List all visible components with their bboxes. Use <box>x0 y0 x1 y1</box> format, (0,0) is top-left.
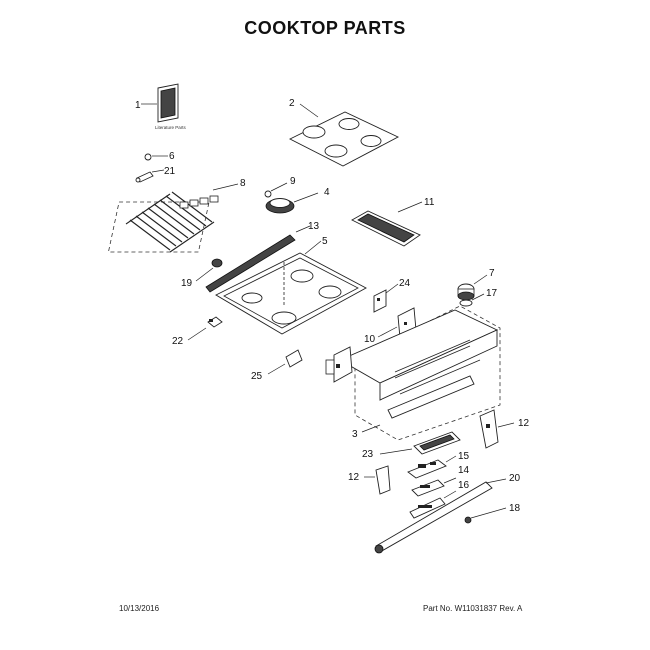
handle-bar <box>374 478 507 554</box>
callout-6: 6 <box>169 151 175 162</box>
callout-23: 23 <box>362 449 374 460</box>
display-frame <box>379 431 461 455</box>
literature-label: Literature Parts <box>155 125 187 130</box>
callout-25: 25 <box>251 371 263 382</box>
callout-14: 14 <box>458 465 470 476</box>
callout-12-right: 12 <box>518 418 530 429</box>
callout-21: 21 <box>164 166 176 177</box>
screw-assembly <box>135 153 168 183</box>
page-title: COOKTOP PARTS <box>244 18 406 38</box>
spark-module <box>411 477 457 497</box>
cooktop-main-top <box>215 240 367 335</box>
left-side-bracket <box>364 465 391 495</box>
callout-24: 24 <box>399 278 411 289</box>
literature-booklet: Literature Parts <box>141 83 187 130</box>
callout-11: 11 <box>424 197 435 208</box>
callout-12-left: 12 <box>348 472 360 483</box>
control-panel-housing <box>339 305 501 441</box>
handle-screw <box>464 507 507 524</box>
panel-left-bracket <box>325 346 353 383</box>
callout-17: 17 <box>486 288 498 299</box>
callout-13: 13 <box>308 221 320 232</box>
callout-22: 22 <box>172 336 184 347</box>
callout-19: 19 <box>181 278 193 289</box>
right-side-bracket <box>479 409 515 449</box>
callout-15: 15 <box>458 451 470 462</box>
burner-strip <box>205 225 311 293</box>
callout-18: 18 <box>509 503 521 514</box>
callout-9: 9 <box>290 176 296 187</box>
callout-2: 2 <box>289 98 295 109</box>
burner-grates <box>107 183 239 253</box>
callout-4: 4 <box>324 187 330 198</box>
mounting-clip <box>187 316 223 341</box>
vent-trim <box>351 201 423 247</box>
control-board <box>407 455 457 479</box>
callout-1: 1 <box>135 100 141 111</box>
switch-strip <box>409 490 457 519</box>
callout-7: 7 <box>489 268 495 279</box>
burner-cap <box>195 258 223 282</box>
control-knob <box>457 274 488 307</box>
callout-20: 20 <box>509 473 521 484</box>
part-number: Part No. W11031837 Rev. A <box>423 604 523 613</box>
callout-5: 5 <box>322 236 328 247</box>
rating-badge <box>267 349 303 375</box>
callout-8: 8 <box>240 178 246 189</box>
print-date: 10/13/2016 <box>119 604 160 613</box>
cooktop-glass <box>288 103 400 167</box>
callout-3: 3 <box>352 429 358 440</box>
callout-labels: 1 2 6 21 8 9 4 11 13 5 7 19 24 17 10 22 … <box>135 98 530 514</box>
callout-10: 10 <box>364 334 376 345</box>
burner-head <box>264 182 319 214</box>
callout-16: 16 <box>458 480 470 491</box>
